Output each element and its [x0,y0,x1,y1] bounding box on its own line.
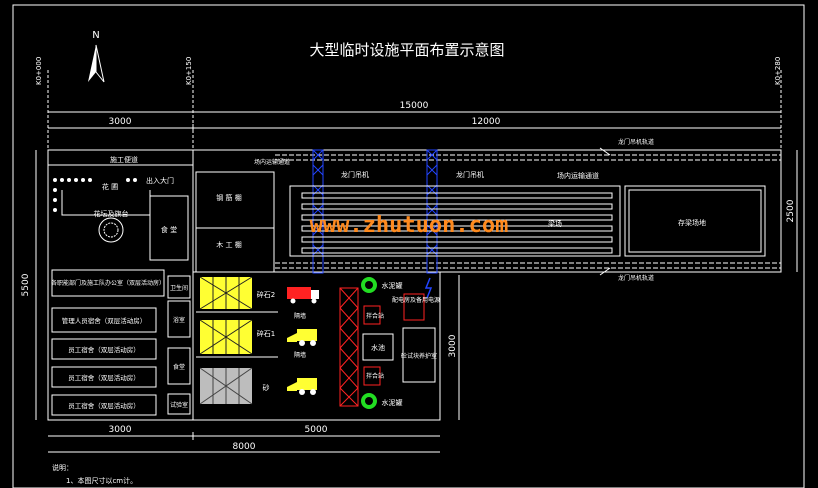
flower-bed-label: 花坛及旗台 [94,209,129,218]
site-road-label: 场内运输通道 [557,171,599,180]
bottom-dimensions [48,432,440,453]
staff-dorm-2-label: 员工宿舍（双层活动房） [68,373,140,382]
dump-truck-icon [287,287,319,304]
cement-tank-1-icon [361,277,377,293]
carpentry-shed-label: 木 工 棚 [216,240,241,249]
power-room-icon [403,277,433,321]
mgmt-dorm [51,307,157,333]
mixing-bins [339,287,381,407]
top-dimensions [48,111,781,132]
toilet-label: 卫生间 [170,284,188,292]
dim-left-side: 5500 [21,273,31,296]
test-block-label: 砼试块养护室 [401,352,437,360]
dim-top-right: 12000 [472,117,501,127]
cement-tank-2-icon [361,393,377,409]
staff-dorm-3-label: 员工宿舍（双层活动房） [68,401,140,410]
sand-pile [199,367,253,405]
station-left: K0+000 [35,57,43,85]
canteen-label: 食 堂 [161,225,177,234]
gravel-1-pile [199,319,253,355]
mgmt-dorm-label: 管理人员宿舍（双层活动房） [62,316,147,325]
gravel-2-label: 碎石2 [257,290,275,299]
test-block-room [402,327,436,383]
dim-top-left: 3000 [109,117,132,127]
cement-tank-1-label: 水泥罐 [382,281,403,290]
office-building [51,269,165,297]
dim-mid-vertical: 3000 [448,334,458,357]
sand-label: 砂 [263,383,270,392]
toilet [167,275,191,299]
storage-yard [624,185,766,257]
dim-right-side: 2500 [786,199,796,222]
gantry-crane-2 [426,149,438,274]
flower-bed-icon [98,217,124,243]
dim-bottom-left: 3000 [109,425,132,435]
kitchen [167,347,191,385]
bath [167,300,191,338]
dim-bottom-total: 8000 [233,442,256,452]
notes-title: 说明： [52,463,73,472]
gantry-track-bottom-label: 龙门吊机轨道 [618,274,654,282]
gravel-1-label: 碎石1 [257,329,275,338]
gantry-track-area [275,154,781,269]
site-road-top-label: 场内运输通道 [254,158,290,166]
construction-road-label: 施工便道 [110,155,138,164]
canteen [149,195,189,261]
power-label: 配电房及备用电源 [392,296,440,304]
gravel-2-pile [199,276,253,310]
cement-tank-2-label: 水泥罐 [382,398,403,407]
office-label: 各职能部门及施工队办公室（双层活动房） [51,279,165,287]
lab [167,393,191,415]
beam-yard-label: 梁场 [548,219,562,228]
dim-bottom-mid: 5000 [305,425,328,435]
dim-top-total: 15000 [400,101,429,111]
garden-hedge [53,178,137,212]
carpentry-shed [195,227,275,273]
north-label: N [92,30,99,41]
staff-dorm-1-label: 员工宿舍（双层活动房） [68,345,140,354]
gantry-crane-2-label: 龙门吊机 [456,170,484,179]
kitchen-label: 食堂 [173,363,185,371]
note-1: 1、本图尺寸以cm计。 [66,476,137,485]
steel-shed-label: 钢 筋 棚 [216,193,241,202]
gate-label: 出入大门 [146,176,174,185]
lab-label: 试验室 [170,401,188,409]
site-outline [47,149,782,421]
garden-label: 花 圃 [102,182,118,191]
pool-label: 水池 [371,343,385,352]
drawing-frame [12,4,805,488]
pool [362,333,394,361]
loader-icon-1 [287,329,317,346]
staff-dorm-1 [51,338,157,360]
station-mid: K0+150 [185,57,193,85]
loader-icon-2 [287,378,317,395]
mixing-station-1-label: 拌合站 [366,312,384,320]
staff-dorm-2 [51,366,157,388]
watermark-text: www.zhutuon.com [310,213,509,238]
beam-yard [289,185,621,257]
gantry-crane-1-label: 龙门吊机 [341,170,369,179]
bath-label: 浴室 [173,316,185,324]
hopper-2-label: 隔墙 [294,351,306,359]
station-right: K0+280 [774,57,782,85]
mixing-station-2-label: 拌合站 [366,372,384,380]
storage-yard-label: 存梁场地 [678,218,706,227]
gantry-track-top-label: 龙门吊机轨道 [618,138,654,146]
gantry-crane-1 [312,149,324,274]
hopper-1-label: 隔墙 [294,312,306,320]
north-arrow-icon: N [88,30,105,83]
staff-dorm-3 [51,394,157,416]
diagram-title: 大型临时设施平面布置示意图 [309,41,504,59]
